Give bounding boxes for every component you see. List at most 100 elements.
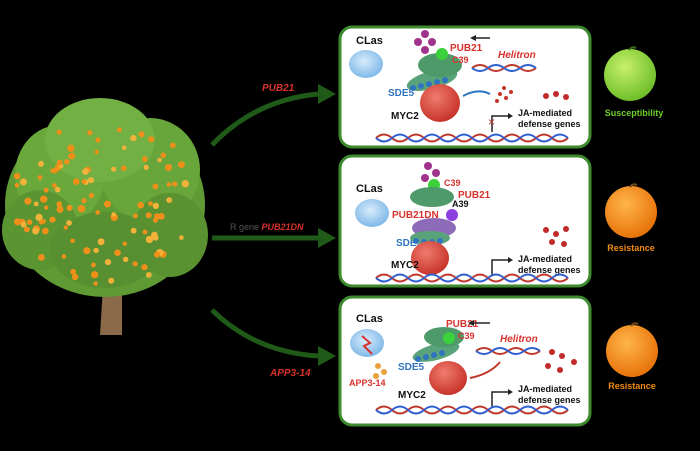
fruit-dot	[133, 213, 138, 219]
fruit-dot	[143, 164, 149, 170]
fruit-dot	[93, 281, 98, 286]
fruit-dot	[44, 205, 49, 210]
genomic-dna	[375, 405, 569, 415]
fruit-dot	[166, 182, 172, 187]
fruit-dot	[66, 204, 73, 211]
fruit-dot	[154, 251, 161, 258]
lightning-icon	[361, 335, 373, 355]
fruit-dot	[121, 165, 127, 171]
fruit-dot	[157, 157, 162, 163]
fruit-dot	[137, 201, 144, 209]
outcome-label: Susceptibility	[605, 108, 664, 118]
fruit-dot	[145, 272, 152, 278]
panel-top: CLas SDE5 C39 PUB21 Helitron M	[338, 25, 592, 149]
pathogen-label: CLas	[356, 35, 383, 47]
genes-label-1: JA-mediated	[518, 384, 572, 394]
fruit-dot	[70, 268, 77, 275]
fruit-dot	[130, 135, 137, 142]
genes-label-2: defense genes	[518, 395, 581, 405]
promoter-arrow	[491, 391, 508, 408]
clas-bacterium	[350, 329, 384, 357]
effector-label: SDE5	[398, 362, 425, 373]
fruit-dot	[95, 137, 101, 143]
outcome-middle: Resistance	[605, 183, 657, 253]
helitron-dna	[471, 64, 537, 72]
fruit-dot	[14, 218, 22, 226]
pathogen-label: CLas	[356, 313, 383, 325]
fruit-dot	[148, 136, 155, 143]
tf-label: MYC2	[398, 390, 426, 401]
orange-fruit-icon	[606, 325, 658, 377]
fruit-dot	[35, 213, 43, 221]
fruit-dot	[145, 212, 152, 219]
fruit-dot	[116, 127, 122, 133]
genes-label-2: defense genes	[518, 265, 581, 275]
fruit-dot	[83, 247, 91, 255]
fruit-dot	[20, 221, 27, 228]
fruit-dot	[26, 219, 33, 225]
genes-label-1: JA-mediated	[518, 108, 572, 118]
citrus-tree	[2, 98, 208, 335]
fruit-dot	[33, 201, 39, 207]
fruit-dot	[88, 192, 95, 199]
ja-molecules	[543, 91, 569, 100]
fruit-dot	[49, 216, 56, 223]
fruit-dot	[13, 172, 21, 180]
fruit-dot	[91, 271, 99, 279]
fruit-dot	[93, 247, 99, 254]
fruit-dot	[50, 168, 55, 173]
outcome-top: Susceptibility	[604, 46, 664, 118]
peptide-label: APP3-14	[349, 378, 386, 388]
fruit-dot	[179, 235, 184, 240]
pathogen-label: CLas	[356, 183, 383, 195]
panel-bottom: CLas APP3-14 SDE5 C39 PUB21 Helitron MYC…	[338, 295, 592, 427]
fruit-dot	[152, 202, 159, 209]
site-label: C39	[444, 178, 461, 188]
arrow-middle-prefix: R gene	[230, 222, 262, 232]
fruit-dot	[24, 197, 32, 205]
fruit-dot	[114, 249, 121, 256]
ja-molecules	[545, 349, 577, 373]
fruit-dot	[152, 183, 159, 190]
fruit-dot	[154, 213, 160, 219]
fruit-dot	[151, 231, 158, 239]
ala-site-marker	[446, 209, 458, 221]
fruit-dot	[121, 145, 127, 151]
fruit-dot	[68, 152, 76, 160]
fruit-dot	[87, 130, 93, 136]
arrow-middle-label: R gene PUB21DN	[230, 222, 304, 232]
genomic-dna	[375, 133, 569, 143]
fruit-dot	[145, 235, 154, 244]
myc2-protein	[429, 361, 467, 395]
fruit-dot	[138, 131, 145, 138]
fruit-dot	[111, 166, 117, 172]
arrow-middle-gene: PUB21DN	[262, 222, 305, 232]
genes-label-2: defense genes	[518, 119, 581, 129]
fruit-dot	[56, 201, 62, 207]
ja-molecules	[543, 226, 569, 247]
fruit-dot	[24, 226, 30, 233]
fruit-dot	[122, 241, 128, 246]
helitron-dna	[475, 347, 541, 355]
mutant-site-label: A39	[452, 199, 469, 209]
fruit-dot	[160, 152, 167, 159]
fruit-dot	[71, 273, 79, 281]
fruit-dot	[38, 254, 45, 261]
fruit-dot	[63, 225, 68, 230]
myc2-protein	[420, 84, 460, 122]
fruit-dot	[181, 180, 189, 188]
pub21-protein	[410, 187, 454, 207]
pub21-protein	[418, 53, 462, 77]
fruit-dot	[14, 183, 20, 188]
tf-label: MYC2	[391, 111, 419, 122]
e3-label: PUB21	[450, 43, 483, 54]
fruit-dot	[56, 159, 63, 166]
block-x: ×	[488, 115, 495, 129]
fruit-dot	[104, 200, 111, 208]
fruit-dot	[66, 220, 72, 226]
site-label: C39	[452, 55, 469, 65]
outcome-label: Resistance	[608, 381, 656, 391]
app3-peptide	[373, 363, 387, 379]
e3-label: PUB21	[446, 319, 479, 330]
ubiquitin-chain	[414, 30, 436, 54]
